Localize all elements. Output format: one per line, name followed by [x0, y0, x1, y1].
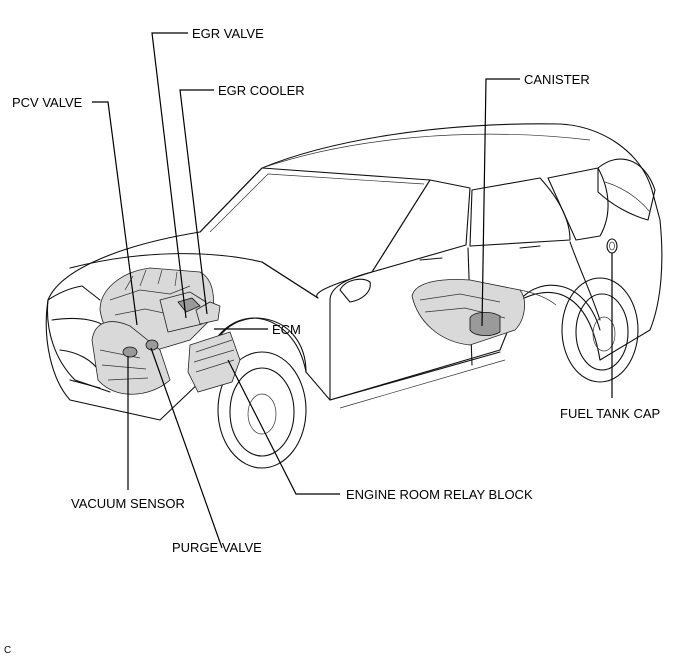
label-pcv-valve: PCV VALVE [12, 95, 83, 110]
engine-room-relay-block-unit [187, 331, 241, 393]
label-vacuum-sensor: VACUUM SENSOR [71, 496, 185, 511]
label-egr-valve: EGR VALVE [192, 26, 264, 41]
leader-canister [481, 78, 520, 327]
label-ecm: ECM [272, 322, 301, 337]
leader-egr-valve [151, 32, 188, 319]
canister-unit [469, 312, 501, 336]
leader-engine-room-relay-block [227, 359, 340, 495]
label-canister: CANISTER [524, 72, 590, 87]
purge-valve-unit [145, 339, 159, 351]
leader-lines [92, 32, 613, 549]
car-illustration [45, 123, 663, 469]
label-egr-cooler: EGR COOLER [218, 83, 305, 98]
label-engine-room-relay-block: ENGINE ROOM RELAY BLOCK [346, 487, 533, 502]
corner-mark: C [4, 645, 11, 656]
vacuum-sensor-unit [122, 346, 138, 358]
label-purge-valve: PURGE VALVE [172, 540, 262, 555]
engine-assembly [91, 267, 214, 395]
label-fuel-tank-cap: FUEL TANK CAP [560, 406, 660, 421]
leader-purge-valve [150, 347, 223, 549]
leader-pcv-valve [92, 101, 138, 326]
leader-egr-cooler [179, 89, 214, 315]
ecm-unit [195, 301, 221, 325]
